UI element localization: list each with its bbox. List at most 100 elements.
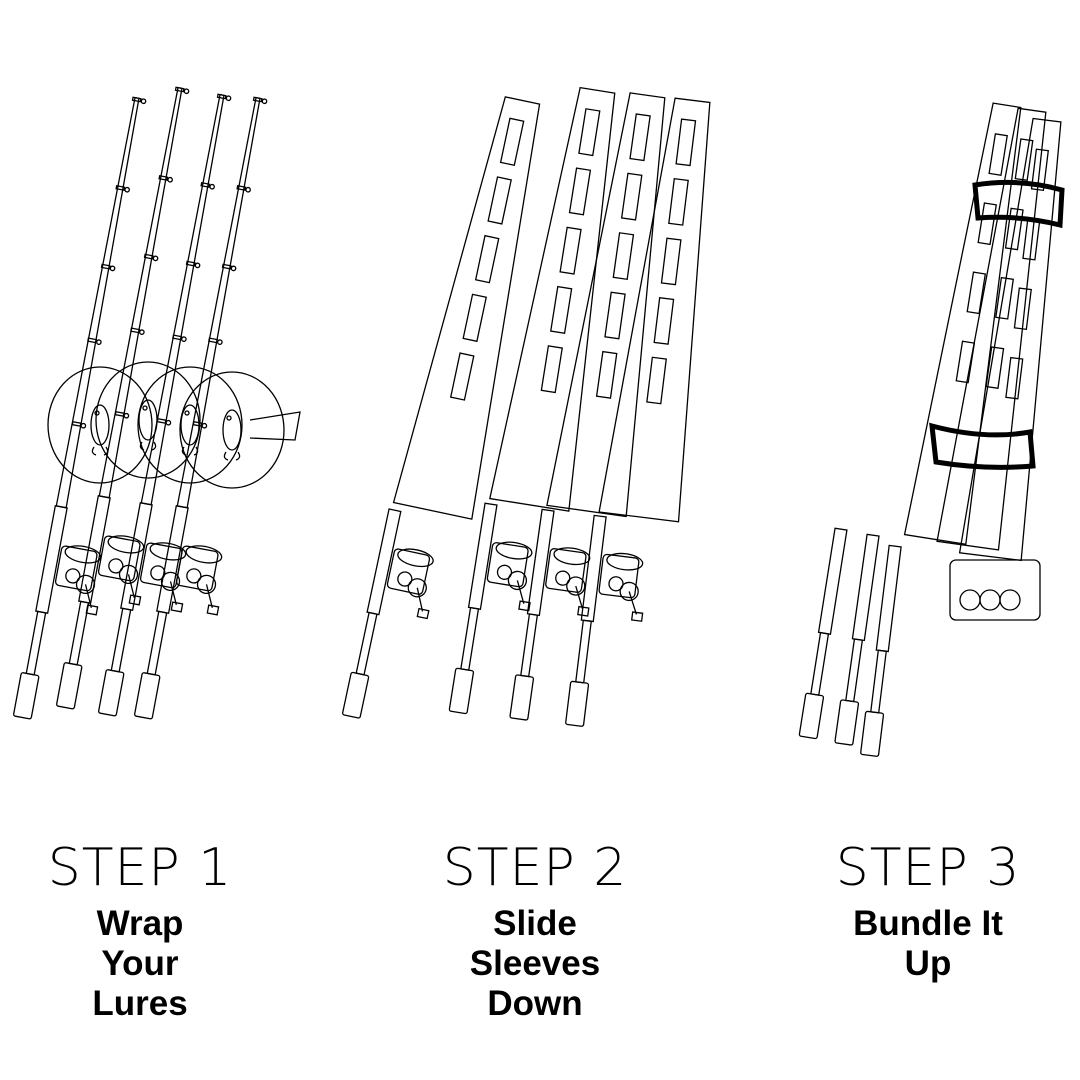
reel-arm bbox=[575, 585, 584, 610]
spinning-reel bbox=[545, 547, 591, 617]
sleeve-window bbox=[1013, 287, 1032, 331]
sleeve-outline bbox=[936, 107, 1047, 551]
sleeve-window bbox=[612, 232, 635, 281]
rod-lower-blank bbox=[845, 638, 864, 703]
reel-gear bbox=[108, 558, 124, 574]
butt-cap bbox=[342, 671, 370, 719]
rod-lower-blank bbox=[810, 631, 830, 696]
subtitle-line: Sleeves bbox=[469, 944, 601, 983]
guide-ring-icon bbox=[123, 412, 130, 419]
rod-grip bbox=[875, 544, 902, 653]
step2-rods-with-sleeves bbox=[342, 86, 711, 727]
sleeve-window bbox=[955, 340, 976, 384]
guide-ring-icon bbox=[152, 255, 159, 262]
sleeve-window bbox=[604, 291, 626, 340]
sleeve-window bbox=[499, 117, 525, 167]
reel-body bbox=[386, 548, 431, 595]
subtitle-line: Down bbox=[487, 984, 583, 1023]
guide-ring-icon bbox=[183, 88, 190, 95]
guide-ring-icon bbox=[245, 186, 251, 193]
subtitle-line: Up bbox=[904, 944, 952, 983]
spinning-reel bbox=[486, 541, 533, 612]
sleeve-window bbox=[660, 237, 682, 286]
sleeve-window bbox=[646, 356, 667, 405]
subtitle-line: Wrap bbox=[96, 904, 184, 943]
guide-ring-icon bbox=[194, 262, 201, 269]
lure-body bbox=[90, 404, 110, 446]
butt-cap bbox=[860, 710, 885, 757]
reel-body bbox=[545, 548, 587, 593]
sleeve-window bbox=[988, 133, 1008, 176]
butt-cap bbox=[448, 667, 475, 715]
reel-handle bbox=[507, 570, 528, 591]
reel-handle bbox=[196, 574, 217, 595]
rod-guide bbox=[87, 337, 98, 344]
reel-gear bbox=[65, 568, 81, 584]
reel-knob bbox=[577, 605, 590, 617]
rod-guide bbox=[208, 337, 219, 344]
butt-cap bbox=[56, 662, 83, 710]
guide-ring-icon bbox=[209, 183, 215, 190]
rod-guide bbox=[174, 86, 185, 93]
spinning-reel bbox=[139, 542, 187, 613]
rod-grip bbox=[526, 508, 555, 617]
reel-handle bbox=[160, 571, 181, 592]
sleeve-window bbox=[595, 350, 618, 399]
guide-ring-icon bbox=[230, 265, 237, 272]
fish-lure-icon bbox=[138, 399, 158, 451]
fish-lure-icon bbox=[90, 404, 110, 456]
reel-gear bbox=[999, 589, 1021, 611]
lure-body bbox=[138, 399, 158, 441]
rod-sleeve bbox=[903, 102, 1022, 546]
fishing-rod bbox=[798, 527, 848, 740]
spinning-reel bbox=[175, 545, 223, 616]
butt-cap bbox=[134, 672, 161, 720]
rod-blank bbox=[55, 96, 140, 509]
guide-ring-icon bbox=[167, 176, 173, 183]
step3-bundled-rods bbox=[798, 102, 1065, 757]
fishing-rod bbox=[834, 533, 880, 746]
rod-guide bbox=[71, 420, 82, 427]
fish-lure-icon bbox=[222, 409, 242, 461]
rod-guide bbox=[185, 260, 196, 267]
reel-body bbox=[598, 553, 640, 599]
sleeve-outline bbox=[546, 92, 666, 518]
reel-gear bbox=[608, 576, 624, 592]
reel-knob bbox=[206, 604, 220, 616]
guide-ring-icon bbox=[225, 95, 232, 102]
reel-handle bbox=[118, 564, 139, 585]
step1-rods-with-lure-wraps bbox=[13, 86, 301, 720]
sleeve-window bbox=[668, 177, 689, 226]
reel-knob bbox=[518, 600, 531, 612]
rod-sleeve bbox=[936, 107, 1047, 551]
sleeve-outline bbox=[489, 86, 616, 512]
reel-cluster bbox=[949, 559, 1041, 621]
step-1-title: STEP 1 bbox=[47, 838, 233, 898]
subtitle-line: Slide bbox=[493, 904, 577, 943]
reel-gear bbox=[555, 570, 571, 586]
rod-lower-blank bbox=[110, 607, 132, 673]
fishing-rod bbox=[860, 544, 902, 757]
rod-lower-blank bbox=[68, 600, 90, 666]
step-2-title: STEP 2 bbox=[442, 838, 628, 898]
reel-arm bbox=[84, 584, 92, 608]
wrap-tail bbox=[249, 411, 301, 441]
subtitle-line: Bundle It bbox=[853, 904, 1003, 943]
guide-ring-icon bbox=[181, 336, 187, 342]
guide-ring-icon bbox=[109, 265, 116, 272]
lure-eye bbox=[184, 410, 190, 416]
rod-guide bbox=[115, 185, 126, 191]
fishing-rod bbox=[342, 508, 434, 719]
rod-lower-blank bbox=[575, 619, 592, 684]
reel-spool bbox=[397, 548, 434, 568]
rod-guide bbox=[158, 175, 169, 181]
sleeve-window bbox=[559, 226, 582, 275]
reel-spool bbox=[606, 552, 644, 571]
reel-spool bbox=[553, 547, 591, 566]
reel-knob bbox=[630, 611, 644, 622]
reel-knob bbox=[170, 601, 184, 613]
rod-grip bbox=[467, 502, 498, 610]
rod-guide bbox=[100, 263, 111, 270]
rod-guide bbox=[252, 96, 263, 103]
reel-spool bbox=[185, 545, 223, 564]
